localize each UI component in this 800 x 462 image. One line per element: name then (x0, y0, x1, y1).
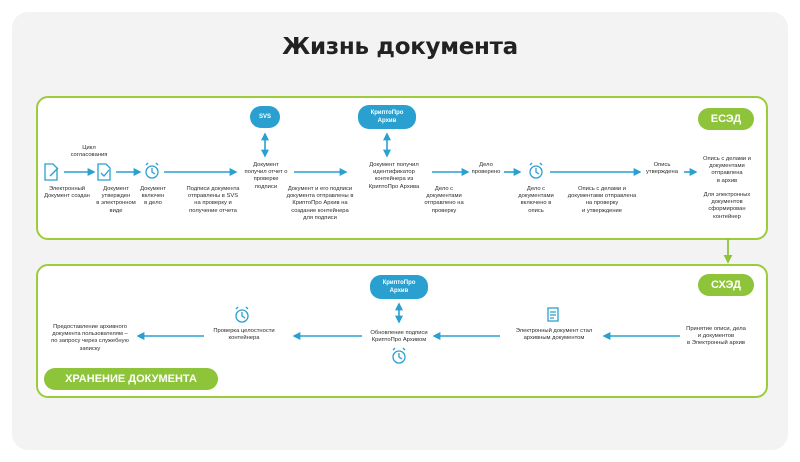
label-inventory-to-archive: Опись с делами и документами отправлена … (702, 156, 752, 184)
label-sent-kp: Документ и его подписи документа отправл… (286, 186, 354, 221)
sxed-badge: СХЭД (698, 274, 754, 296)
kriptopro-bubble-sxed: КриптоПро Архив (370, 275, 428, 299)
alarm-clock-icon (145, 162, 159, 179)
label-electronic-note: Для электронных документов сформирован к… (703, 192, 751, 220)
label-signatures-svs: Подписи документа отправлены в SVS на пр… (186, 186, 240, 214)
label-approved: Документ утвержден в электронном виде (96, 186, 136, 214)
alarm-clock-icon-2 (529, 162, 543, 179)
label-report-received: Документ получил отчет о проверке подпис… (244, 162, 288, 190)
svs-bubble: SVS (250, 106, 280, 128)
storage-badge: ХРАНЕНИЕ ДОКУМЕНТА (44, 368, 218, 390)
document-lines-icon (547, 307, 559, 322)
label-inventory-sent: Опись с делами и документами отправлена … (567, 186, 637, 214)
label-case-checked: Дело проверено (471, 162, 501, 176)
label-container-id: Документ получил идентификатор контейнер… (368, 162, 420, 190)
page-title: Жизнь документа (282, 34, 518, 60)
document-check-icon (97, 163, 111, 181)
document-edit-icon (44, 163, 59, 181)
alarm-clock-icon-4 (392, 347, 406, 364)
label-integrity: Проверка целостности контейнера (213, 328, 275, 342)
esed-badge: ЕСЭД (698, 108, 754, 130)
label-accept: Принятие описи, дела и документов в Элек… (686, 326, 746, 347)
label-sign-update: Обновление подписи КриптоПро Архивом (370, 330, 428, 344)
label-cycle: Цикл согласования (70, 145, 108, 159)
label-case-sent: Дело с документами отправлено на проверк… (424, 186, 464, 214)
label-in-case: Документ включен в дело (140, 186, 166, 207)
label-archived: Электронный документ стал архивным докум… (515, 328, 593, 342)
label-case-in-inventory: Дело с документами включено в опись (518, 186, 554, 214)
label-provide: Предоставление архивного документа польз… (51, 324, 129, 352)
alarm-clock-icon-3 (235, 306, 249, 323)
label-inventory-approved: Опись утверждена (646, 162, 678, 176)
kriptopro-bubble-esed: КриптоПро Архив (358, 105, 416, 129)
label-created: Электронный Документ создан (44, 186, 90, 200)
